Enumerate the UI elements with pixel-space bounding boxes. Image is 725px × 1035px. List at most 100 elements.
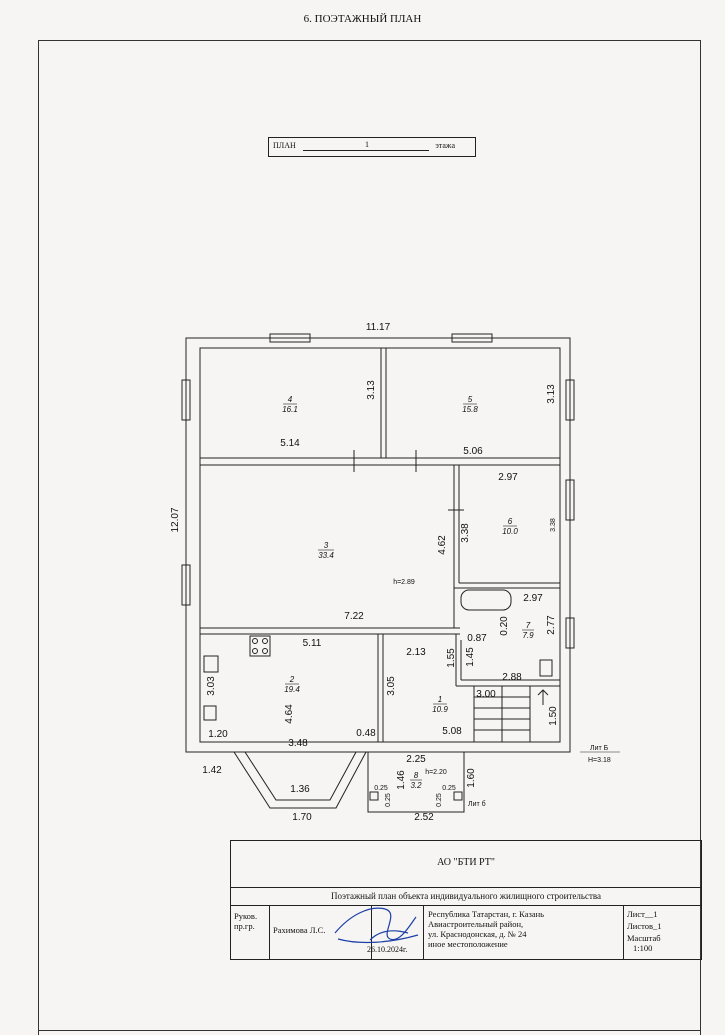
entry-arrow [537, 689, 549, 705]
dim-post-3: 0.25 [442, 785, 456, 792]
svg-text:19.4: 19.4 [284, 685, 300, 694]
frame-border-bottom [38, 1030, 701, 1031]
ceiling-height-main: h=2.89 [393, 579, 415, 586]
window-left-1 [181, 379, 191, 421]
svg-text:1: 1 [438, 695, 442, 704]
plan-floor-number: 1 [365, 140, 369, 149]
svg-text:10.0: 10.0 [502, 527, 518, 536]
scale-label: Масштаб [627, 933, 661, 943]
svg-text:3: 3 [324, 541, 329, 550]
lit-b-height: H=3.18 [588, 757, 611, 764]
dim-r7-small: 1.45 [465, 647, 476, 667]
plan-underline [303, 150, 429, 151]
dim-r1-top: 2.13 [406, 647, 426, 658]
stove [249, 635, 271, 657]
svg-text:6: 6 [508, 517, 513, 526]
address-line-3: ул. Краснодонская, д. № 24 [428, 929, 527, 939]
frame-border-top [38, 40, 701, 41]
signature-icon [334, 907, 419, 944]
page-title: 6. ПОЭТАЖНЫЙ ПЛАН [303, 13, 422, 25]
window-left-2 [181, 564, 191, 606]
lit-b-upper: Лит Б [590, 745, 609, 752]
dim-r7-height: 2.77 [546, 615, 557, 635]
ceiling-height-porch: h=2.20 [425, 769, 447, 776]
dim-r3-height: 4.62 [437, 535, 448, 555]
svg-text:4: 4 [288, 395, 293, 404]
toilet-r7 [539, 659, 553, 677]
svg-text:2: 2 [289, 675, 295, 684]
dim-r4-height: 3.13 [366, 380, 377, 400]
plan-suffix: этажа [435, 141, 455, 150]
dim-overall-height: 12.07 [170, 507, 181, 532]
svg-text:10.9: 10.9 [432, 705, 448, 714]
bathtub [460, 589, 512, 611]
outer-wall [185, 337, 571, 753]
svg-text:33.4: 33.4 [318, 551, 334, 560]
scale-value: 1:100 [633, 943, 653, 953]
dim-r4-width: 5.14 [280, 438, 300, 449]
address-line-4: иное местоположение [428, 939, 508, 949]
room-label-5: 515.8 [462, 395, 478, 414]
dim-bath-width: 2.97 [523, 593, 543, 604]
lit-b-lower: Лит б [468, 800, 486, 808]
room-label-7: 77.9 [522, 621, 534, 640]
dim-r2-left-h: 3.03 [206, 676, 217, 696]
dim-porch-w: 2.25 [406, 754, 426, 765]
sheet-number: Лист__1 [627, 909, 658, 919]
dim-post-4: 0.25 [436, 793, 443, 807]
dim-r5-width: 5.06 [463, 446, 483, 457]
room-label-2: 219.4 [284, 675, 300, 694]
porch [367, 752, 465, 813]
dim-bay-side: 1.42 [202, 765, 222, 776]
role-label: Руков. пр.гр. [234, 911, 258, 931]
plan-prefix: ПЛАН [273, 141, 296, 150]
plan-label-box: ПЛАН 1 этажа [268, 137, 476, 157]
executor-name: Рахимова Л.С. [273, 925, 326, 935]
dim-post-1: 0.25 [374, 785, 388, 792]
dim-r6-height-in: 3.38 [460, 523, 471, 543]
dim-r1-width: 5.08 [442, 726, 462, 737]
boiler-r2 [203, 705, 217, 721]
room-label-3: 333.4 [318, 541, 334, 560]
svg-text:8: 8 [414, 771, 419, 780]
dim-r2-width: 5.11 [303, 638, 322, 649]
dim-r3-width: 7.22 [344, 611, 364, 622]
svg-text:16.1: 16.1 [282, 405, 298, 414]
dim-stair-h: 1.50 [548, 706, 559, 726]
room-label-8: 83.2 [410, 771, 422, 790]
svg-text:15.8: 15.8 [462, 405, 478, 414]
sheet-count: Листов_1 [627, 921, 662, 931]
window-right-3 [565, 617, 575, 649]
window-top-left [269, 333, 311, 343]
svg-text:3.2: 3.2 [410, 781, 422, 790]
organization-name: АО "БТИ РТ" [437, 857, 495, 868]
dim-r6-height-wall: 3.38 [550, 518, 557, 532]
dim-porch-h: 1.46 [396, 770, 407, 790]
window-top-right [451, 333, 493, 343]
room-label-4: 416.1 [282, 395, 298, 414]
title-block: АО "БТИ РТ" Поэтажный план объекта индив… [230, 840, 702, 960]
inner-wall-outline [199, 347, 561, 743]
svg-text:7: 7 [526, 621, 531, 630]
dim-bay-inner: 1.36 [290, 784, 310, 795]
svg-text:7.9: 7.9 [522, 631, 534, 640]
dim-r5-height: 3.13 [546, 384, 557, 404]
dim-r2-height: 4.64 [284, 704, 295, 724]
dim-porch-h2: 1.60 [466, 768, 477, 788]
dim-bay-outer: 1.70 [292, 812, 312, 823]
address-line-2: Авиастроительный район, [428, 919, 524, 929]
dim-overall-width: 11.17 [366, 322, 391, 333]
dim-r6-width: 2.97 [498, 472, 518, 483]
svg-text:5: 5 [468, 395, 473, 404]
window-right-2 [565, 479, 575, 521]
dim-r7-step: 0.87 [467, 633, 487, 644]
frame-border-right [700, 40, 701, 1035]
dim-r2-bay: 3.48 [288, 738, 308, 749]
dim-post-2: 0.25 [385, 793, 392, 807]
dim-r1-w1: 3.00 [476, 689, 496, 700]
signature-date: 26.10.2024г. [367, 945, 408, 954]
window-right-1 [565, 379, 575, 421]
bay-window-inner [244, 751, 357, 801]
